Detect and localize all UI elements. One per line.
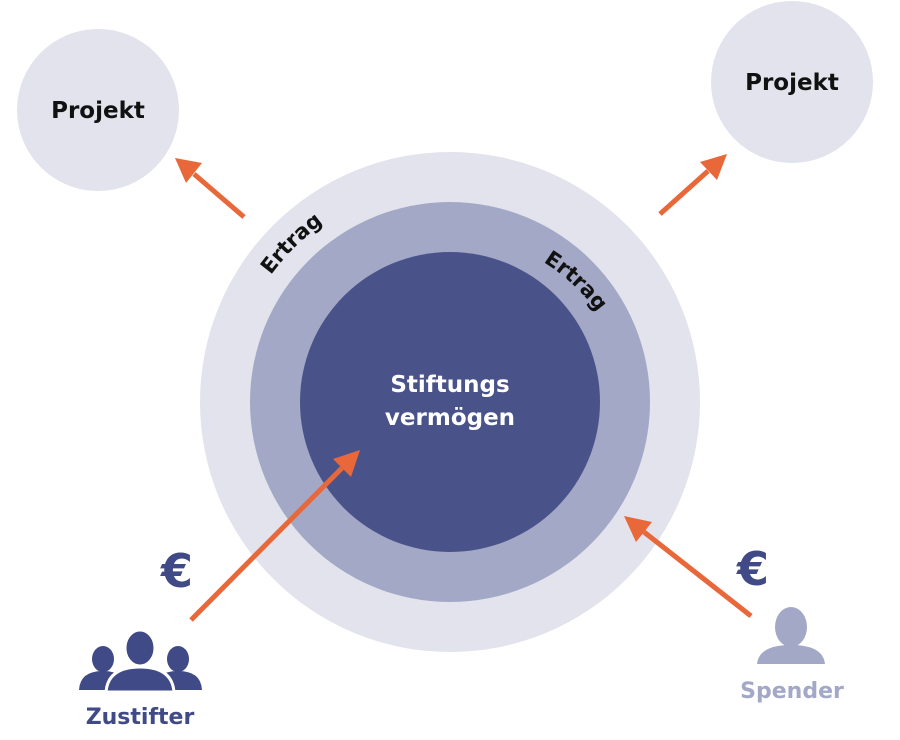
project-label-left: Projekt <box>51 98 145 124</box>
arrow-spender-to-ring <box>624 516 753 618</box>
euro-icon-right: € <box>736 542 769 596</box>
center-label-line1: Stiftungs <box>390 372 509 398</box>
person-icon <box>757 607 825 664</box>
arrow-to-project-right <box>658 154 727 216</box>
spender-label: Spender <box>740 679 844 704</box>
center-label-line2: vermögen <box>385 405 515 431</box>
euro-icon-left: € <box>160 544 193 598</box>
zustifter-label: Zustifter <box>86 705 195 730</box>
project-label-right: Projekt <box>745 70 839 96</box>
project-bubble-right <box>711 1 873 163</box>
project-bubble-left <box>17 29 179 191</box>
arrow-to-project-left <box>175 158 246 219</box>
group-icon <box>79 628 202 694</box>
core-circle <box>300 252 600 552</box>
arrow-zustifter-to-core <box>189 450 360 622</box>
